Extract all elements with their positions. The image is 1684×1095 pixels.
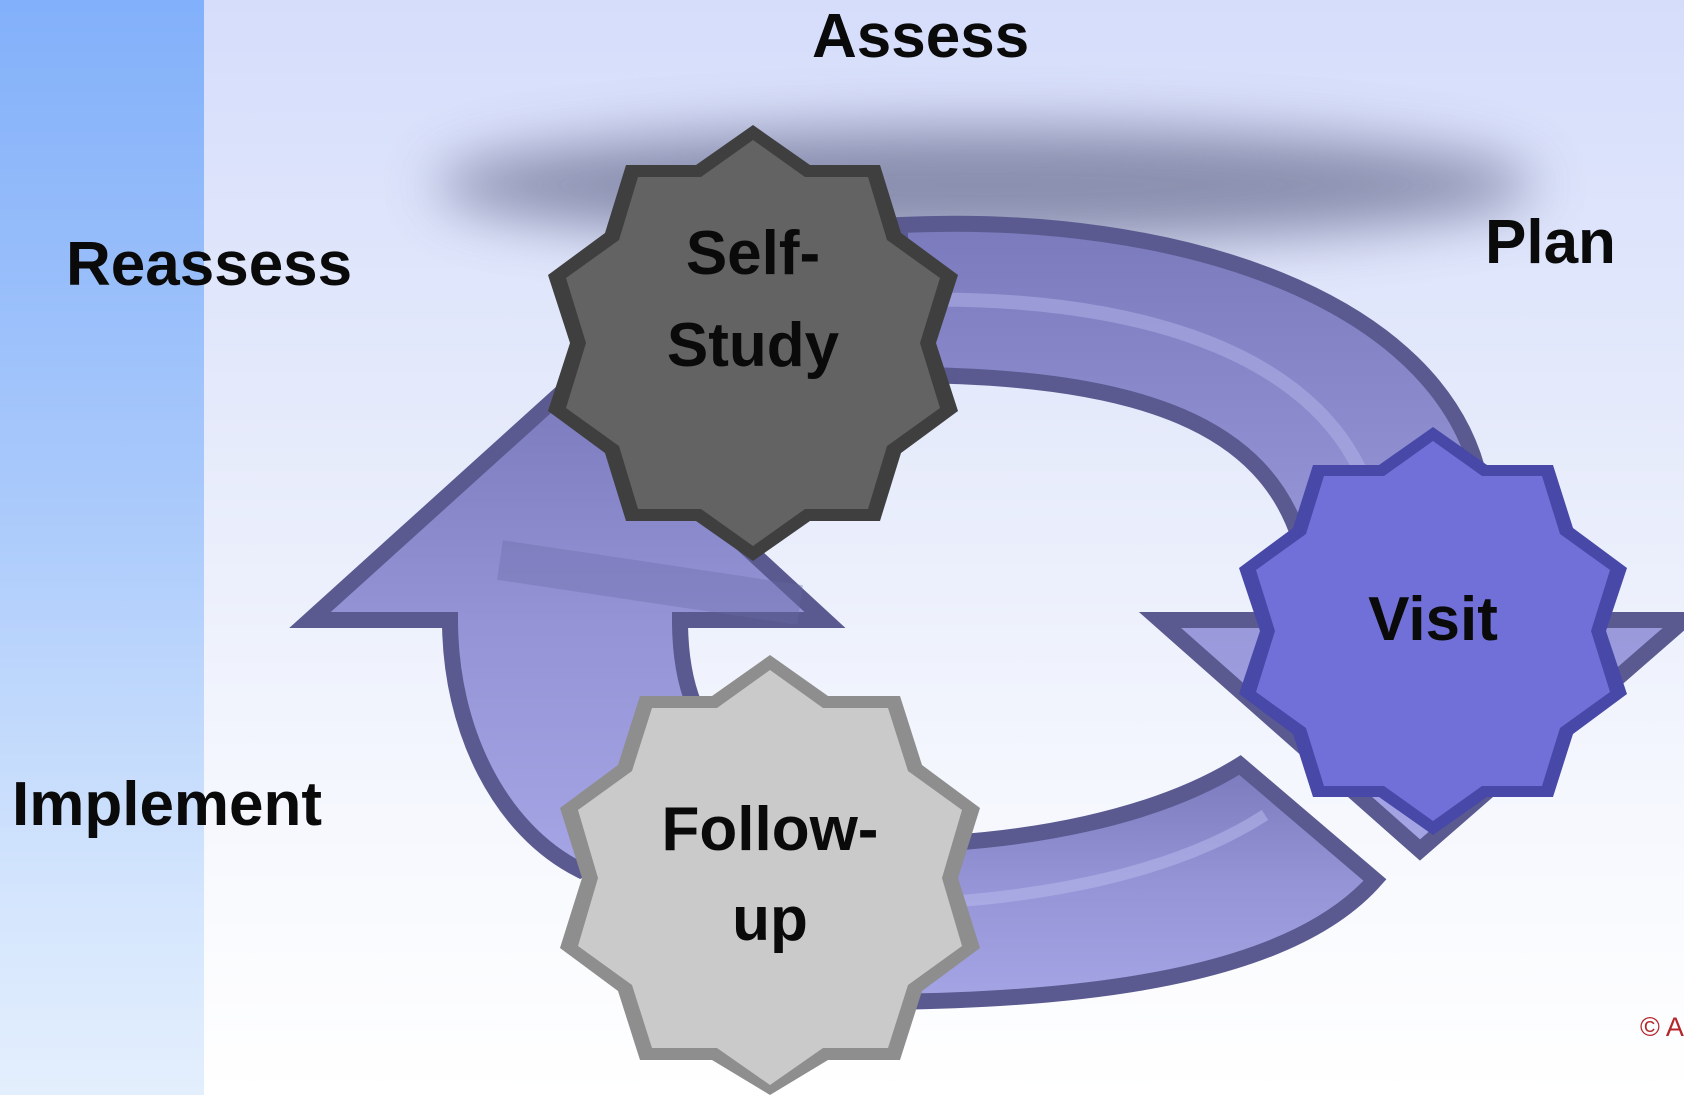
self-study-label-line2: Study bbox=[667, 311, 840, 380]
self-study-node: Self- Study bbox=[548, 125, 958, 561]
assess-label: Assess bbox=[812, 2, 1030, 71]
plan-label: Plan bbox=[1485, 208, 1616, 277]
follow-up-node: Follow- up bbox=[560, 655, 980, 1095]
visit-node: Visit bbox=[1239, 427, 1627, 835]
visit-star bbox=[1256, 441, 1610, 821]
follow-up-label-line2: up bbox=[732, 885, 808, 954]
visit-label: Visit bbox=[1368, 585, 1498, 654]
self-study-label-line1: Self- bbox=[686, 219, 820, 288]
implement-label: Implement bbox=[12, 770, 323, 839]
side-band bbox=[0, 0, 204, 1095]
self-study-star bbox=[566, 140, 940, 546]
follow-up-star bbox=[578, 670, 962, 1085]
reassess-label: Reassess bbox=[66, 230, 353, 299]
follow-up-label-line1: Follow- bbox=[662, 795, 879, 864]
copyright-text: © A bbox=[1640, 1012, 1684, 1042]
